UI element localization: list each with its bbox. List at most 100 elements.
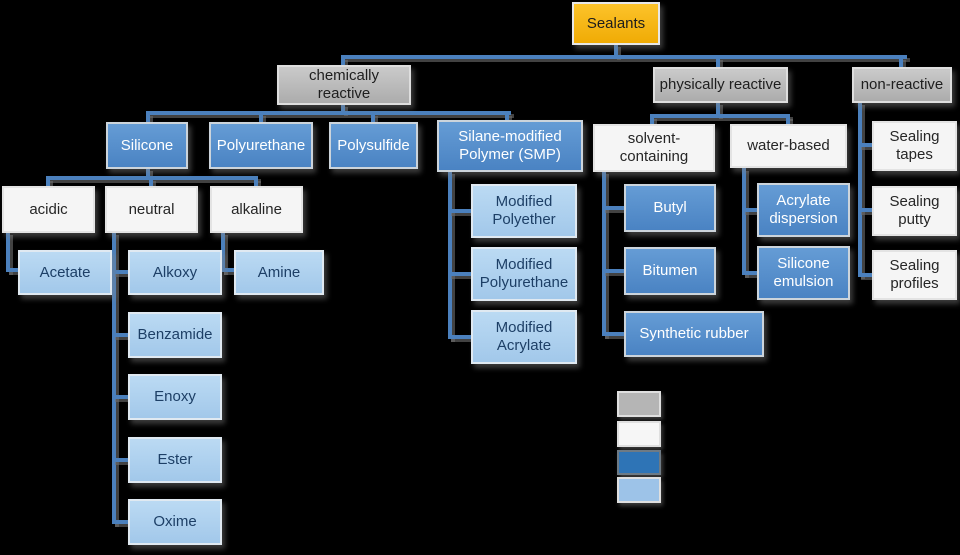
node-alkaline: alkaline: [210, 186, 303, 233]
tree-connector: [602, 332, 626, 336]
tree-connector: [221, 268, 236, 272]
tree-connector: [371, 113, 375, 123]
tree-connector: [112, 333, 130, 337]
node-silane-modified-polymer: Silane-modified Polymer (SMP): [437, 120, 583, 172]
tree-connector: [112, 270, 130, 274]
tree-connector: [149, 178, 153, 187]
node-label: water-based: [747, 137, 830, 155]
node-bitumen: Bitumen: [624, 247, 716, 295]
node-label: Butyl: [653, 199, 687, 217]
node-polyurethane: Polyurethane: [209, 122, 313, 169]
tree-connector: [858, 102, 862, 276]
node-label: Bitumen: [642, 262, 698, 280]
node-benzamide: Benzamide: [128, 312, 222, 358]
node-label: Benzamide: [137, 326, 213, 344]
node-label: Modified Polyurethane: [479, 256, 569, 291]
node-label: physically reactive: [659, 76, 782, 94]
node-label: neutral: [128, 200, 175, 218]
tree-connector: [742, 168, 746, 275]
tree-connector: [112, 232, 116, 524]
node-label: Silane-modified Polymer (SMP): [458, 128, 562, 163]
tree-connector: [254, 178, 258, 187]
node-label: Modified Polyether: [492, 193, 556, 228]
node-label: non-reactive: [860, 76, 944, 94]
legend-swatch-blue: [617, 450, 661, 475]
tree-connector: [602, 206, 626, 210]
tree-connector: [221, 232, 225, 272]
node-amine: Amine: [234, 250, 324, 295]
tree-connector: [650, 114, 790, 118]
node-modified-polyether: Modified Polyether: [471, 184, 577, 238]
tree-connector: [448, 209, 473, 213]
node-label: Acetate: [39, 263, 91, 281]
tree-connector: [650, 116, 654, 125]
node-oxime: Oxime: [128, 499, 222, 545]
tree-connector: [602, 269, 626, 273]
node-water-based: water-based: [730, 124, 847, 168]
tree-connector: [341, 57, 345, 67]
tree-connector: [448, 335, 473, 339]
node-chemically-reactive: chemically reactive: [277, 65, 411, 105]
tree-connector: [858, 143, 874, 147]
tree-connector: [6, 232, 10, 272]
node-label: acidic: [29, 200, 68, 218]
tree-connector: [146, 111, 511, 115]
node-label: solvent-containing: [619, 130, 689, 165]
node-ester: Ester: [128, 437, 222, 483]
node-silicone-emulsion: Silicone emulsion: [757, 246, 850, 300]
node-silicone: Silicone: [106, 122, 188, 169]
node-label: Sealing putty: [889, 193, 940, 228]
node-label: Modified Acrylate: [495, 319, 553, 354]
tree-connector: [146, 168, 150, 178]
tree-connector: [46, 178, 50, 187]
node-modified-acrylate: Modified Acrylate: [471, 310, 577, 364]
node-label: Sealing tapes: [889, 128, 940, 163]
tree-connector: [716, 102, 720, 116]
tree-connector: [614, 44, 618, 57]
tree-connector: [858, 208, 874, 212]
node-label: Polysulfide: [337, 136, 410, 154]
node-label: Oxime: [153, 513, 197, 531]
tree-connector: [146, 113, 150, 123]
tree-connector: [786, 116, 790, 125]
node-label: Silicone: [120, 136, 174, 154]
tree-connector: [505, 113, 509, 121]
node-acrylate-dispersion: Acrylate dispersion: [757, 183, 850, 237]
node-label: Amine: [257, 263, 301, 281]
node-sealants: Sealants: [572, 2, 660, 45]
node-label: Synthetic rubber: [639, 325, 749, 343]
tree-connector: [448, 171, 452, 339]
node-butyl: Butyl: [624, 184, 716, 232]
node-enoxy: Enoxy: [128, 374, 222, 420]
tree-connector: [259, 113, 263, 123]
node-label: Acrylate dispersion: [769, 192, 838, 227]
node-label: alkaline: [231, 200, 282, 218]
node-label: chemically reactive: [308, 67, 380, 102]
tree-connector: [6, 268, 20, 272]
tree-connector: [899, 57, 903, 69]
node-alkoxy: Alkoxy: [128, 250, 222, 295]
tree-connector: [341, 55, 907, 59]
tree-connector: [112, 458, 130, 462]
tree-connector: [742, 271, 759, 275]
node-solvent-containing: solvent-containing: [593, 124, 715, 172]
tree-connector: [448, 272, 473, 276]
node-acetate: Acetate: [18, 250, 112, 295]
legend-swatch-gray: [617, 391, 661, 417]
node-sealing-putty: Sealing putty: [872, 186, 957, 236]
node-label: Ester: [157, 451, 193, 469]
node-neutral: neutral: [105, 186, 198, 233]
node-synthetic-rubber: Synthetic rubber: [624, 311, 764, 357]
node-physically-reactive: physically reactive: [653, 67, 788, 103]
tree-connector: [742, 208, 759, 212]
legend-swatch-white: [617, 421, 661, 447]
node-label: Sealing profiles: [889, 257, 940, 292]
node-label: Enoxy: [154, 388, 196, 406]
node-non-reactive: non-reactive: [852, 67, 952, 103]
node-label: Alkoxy: [152, 263, 198, 281]
node-label: Sealants: [586, 14, 646, 32]
tree-connector: [112, 520, 130, 524]
tree-connector: [858, 273, 874, 277]
node-sealing-profiles: Sealing profiles: [872, 250, 957, 300]
